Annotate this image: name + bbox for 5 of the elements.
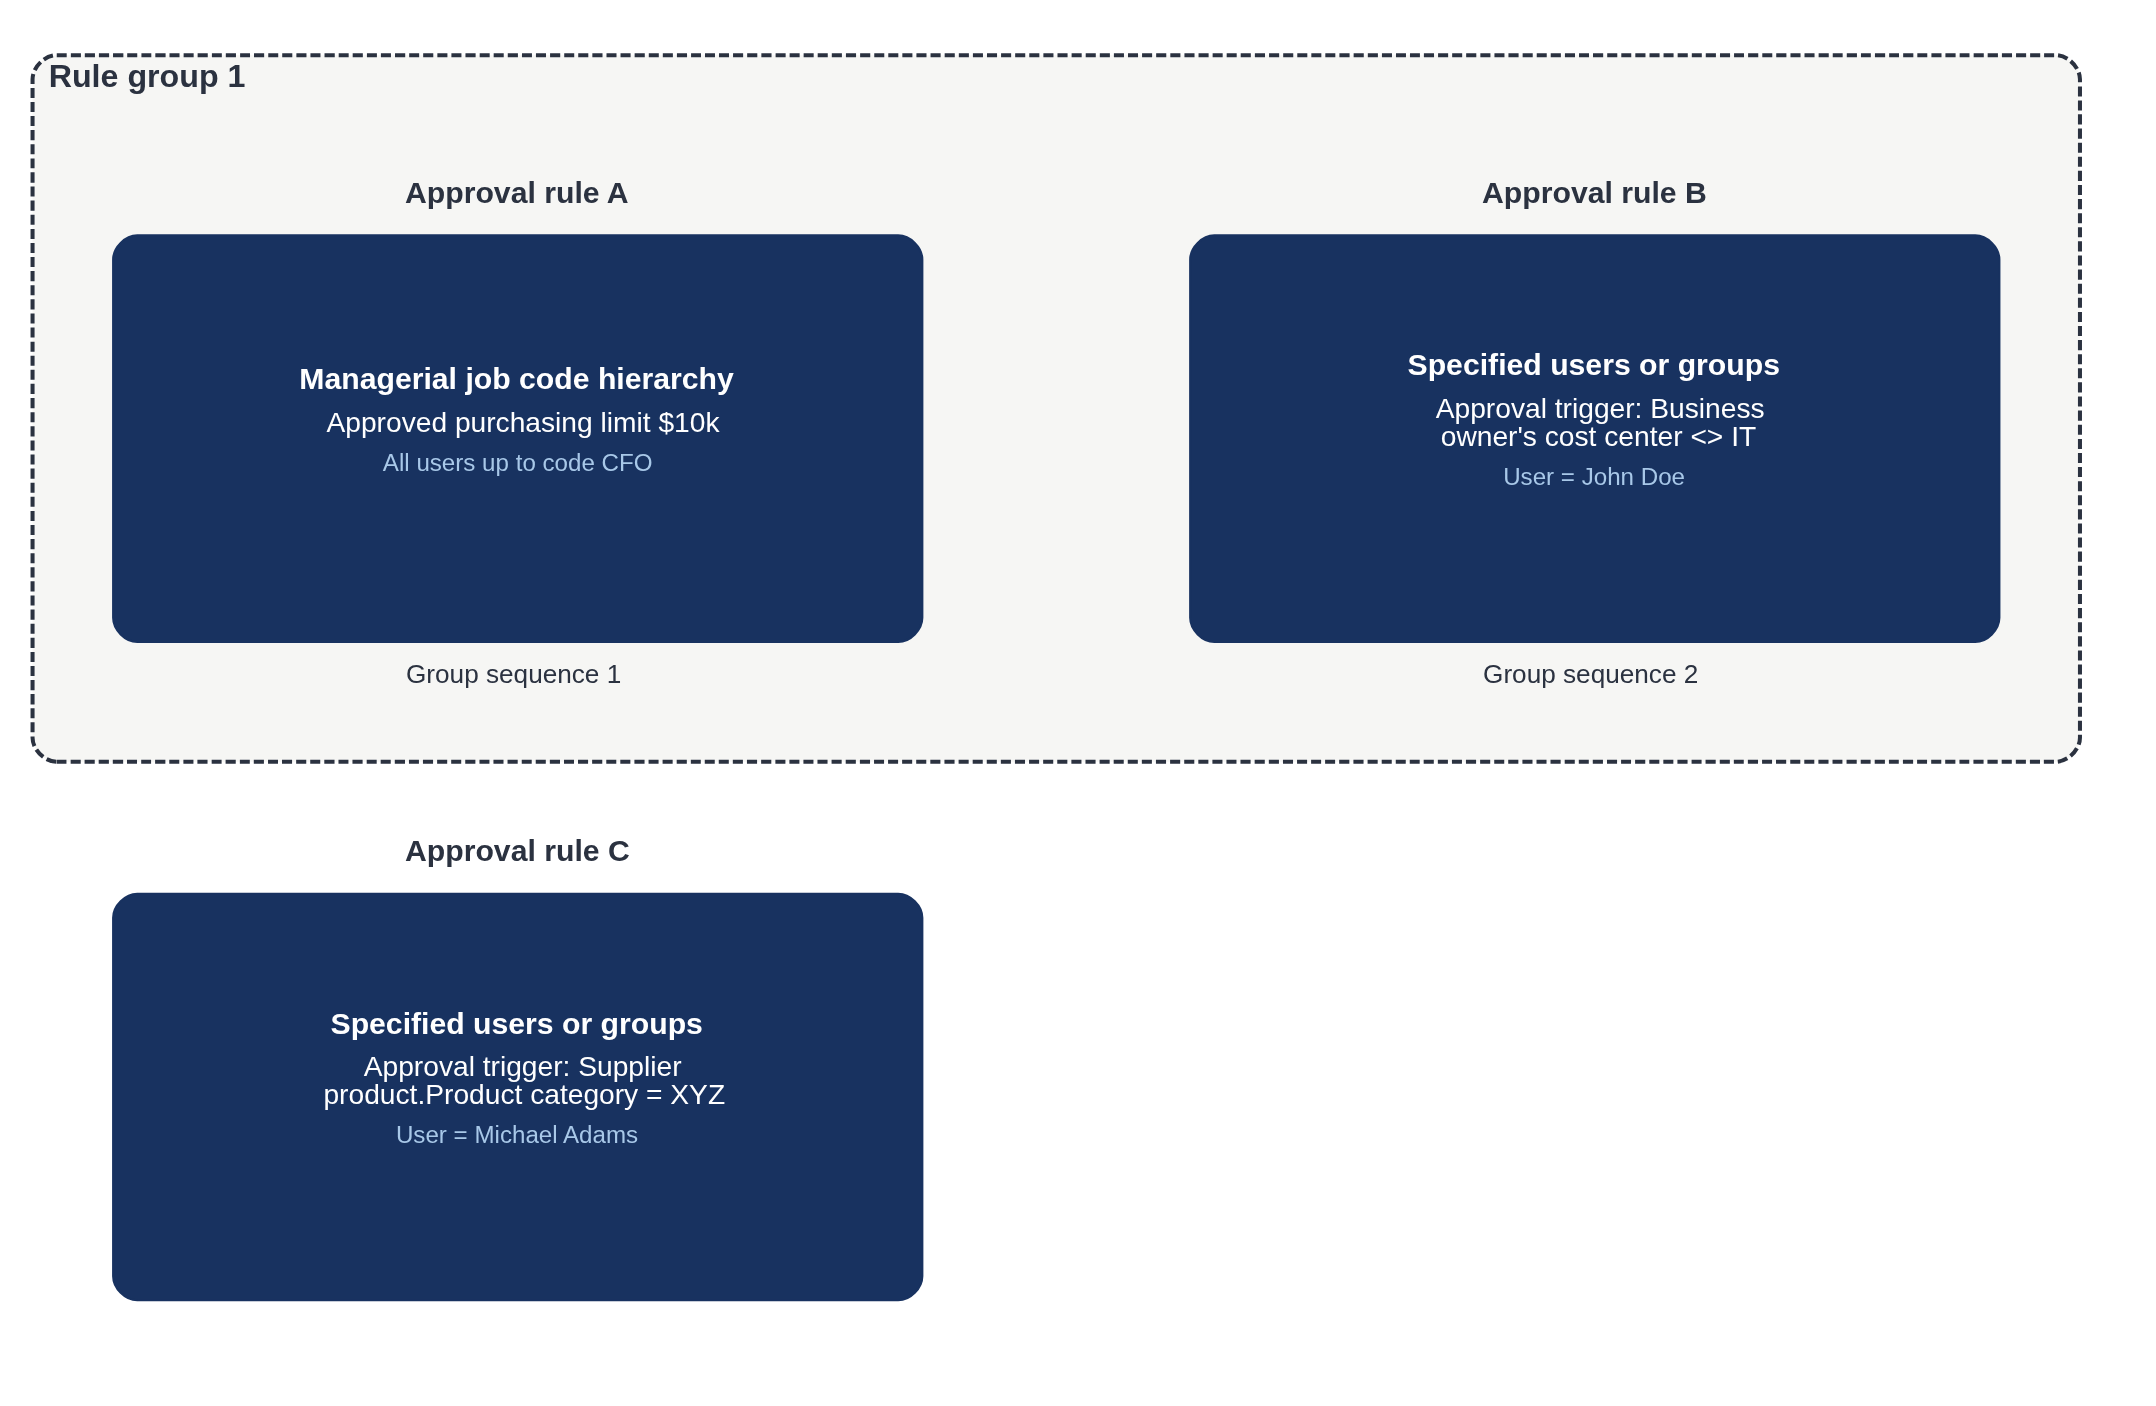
node-label: Group sequence 2: [1483, 659, 1699, 690]
node-label: Group sequence 1: [406, 659, 622, 690]
node-label: Approval rule B: [1482, 176, 1707, 210]
node-label: Approval rule A: [404, 176, 629, 210]
node-label: Approval rule C: [404, 834, 630, 868]
